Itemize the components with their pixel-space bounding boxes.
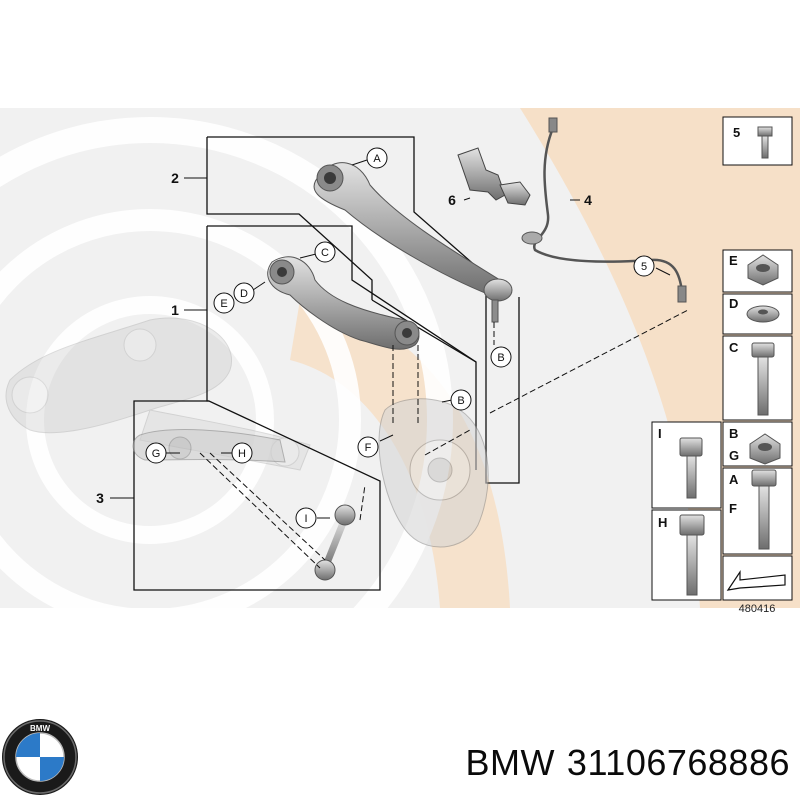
callout-i: I: [295, 507, 317, 529]
callout-g-label: G: [152, 448, 161, 460]
callout-g: G: [145, 442, 167, 464]
panel-label-a: A: [729, 472, 739, 487]
panel-label-d: D: [729, 296, 738, 311]
bolt-a-f-icon: [751, 469, 777, 550]
footer-title: BMW 31106768886: [395, 738, 790, 788]
panel-label-i: I: [658, 426, 662, 441]
callout-d-label: D: [240, 288, 248, 300]
leader-lines: [199, 309, 689, 569]
callout-5: 5: [633, 255, 655, 277]
panel-box-5: [722, 116, 793, 166]
panel-label-h: H: [658, 515, 667, 530]
reference-number: 480416: [739, 603, 776, 615]
group-frame-right: [371, 297, 520, 484]
callout-a-label: A: [373, 153, 381, 165]
callout-i-label: I: [304, 513, 307, 525]
callout-c-label: C: [321, 247, 329, 259]
callout-b-upper: B: [490, 346, 512, 368]
panel-label-c: C: [729, 340, 739, 355]
bolt-5-icon: [757, 126, 773, 159]
group-frame-2: [206, 136, 487, 362]
logo-lettering: BMW: [30, 724, 50, 733]
brand-name: BMW: [465, 742, 555, 783]
washer-d-icon: [746, 305, 780, 323]
group-number-3: 3: [96, 490, 104, 506]
callout-h-label: H: [238, 448, 246, 460]
group-number-6: 6: [448, 192, 456, 208]
side-panel: 5 E D C B G A F: [651, 116, 793, 615]
panel-label-e: E: [729, 253, 738, 268]
callout-b-lower-label: B: [457, 395, 464, 407]
panel-label-b: B: [729, 426, 738, 441]
callout-5-label: 5: [641, 261, 647, 273]
bmw-logo-icon: BMW: [2, 719, 78, 795]
callout-d: D: [233, 282, 255, 304]
nut-b-g-icon: [749, 433, 781, 465]
panel-label-g: G: [729, 448, 739, 463]
group-number-2: 2: [171, 170, 179, 186]
callout-c: C: [314, 241, 336, 263]
callout-e: E: [213, 292, 235, 314]
solid-leaders: [110, 159, 671, 519]
bolt-c-icon: [751, 342, 775, 416]
control-arm-a: [313, 162, 513, 323]
sensor-cable: [521, 117, 687, 303]
panel-label-5: 5: [733, 125, 740, 140]
callout-b-upper-label: B: [497, 352, 504, 364]
callout-b-lower: B: [450, 389, 472, 411]
callout-h: H: [231, 442, 253, 464]
bolt-i-icon: [679, 437, 703, 499]
callout-a: A: [366, 147, 388, 169]
bracket-6: [457, 147, 531, 206]
panel-label-f: F: [729, 501, 737, 516]
part-number: 31106768886: [566, 742, 790, 783]
nut-e-icon: [747, 254, 779, 286]
group-number-4: 4: [584, 192, 592, 208]
bolt-h-icon: [679, 514, 705, 596]
callout-e-label: E: [220, 298, 227, 310]
stabilizer-link: [314, 504, 356, 581]
callout-f: F: [357, 436, 379, 458]
control-arm-c: [267, 256, 420, 350]
group-frame-3: [133, 400, 381, 591]
callout-f-label: F: [365, 442, 372, 454]
group-number-1: 1: [171, 302, 179, 318]
direction-arrow-icon: [726, 570, 786, 591]
